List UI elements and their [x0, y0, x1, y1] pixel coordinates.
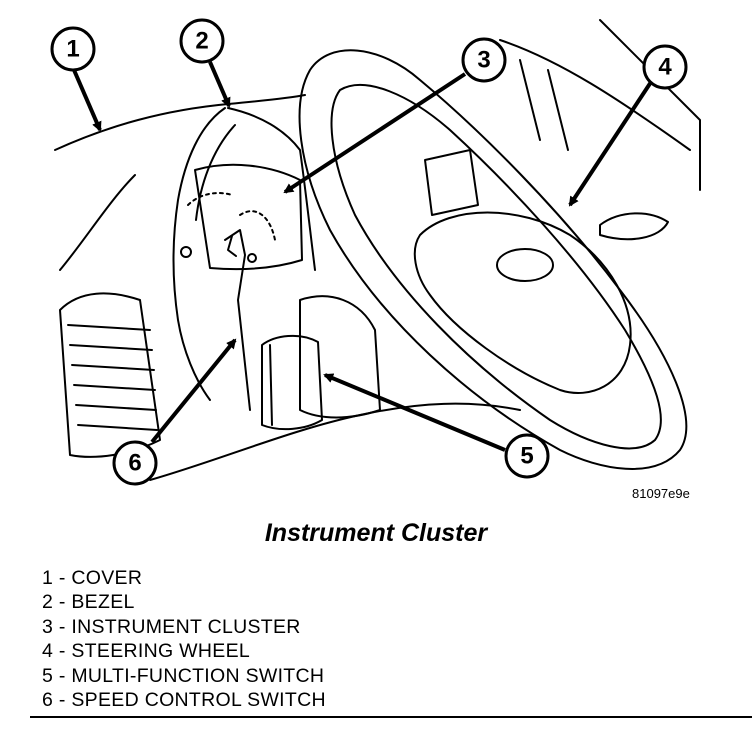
- callout-2-number: 2: [195, 28, 208, 55]
- legend-item: 5 - MULTI-FUNCTION SWITCH: [42, 664, 325, 687]
- callout-6-number: 6: [128, 450, 141, 477]
- cluster-knob-left: [180, 246, 192, 258]
- bezel-inner: [195, 124, 236, 221]
- steering-wheel-hub: [413, 211, 632, 394]
- center-vent: [424, 149, 479, 216]
- callout-3-circle: [461, 37, 507, 83]
- left-air-vent-frame: [59, 292, 161, 458]
- bezel-outline: [172, 107, 226, 401]
- column-shroud: [299, 295, 381, 419]
- callout-1-circle: [50, 26, 96, 72]
- callout-5-number: 5: [520, 443, 533, 470]
- callout-4-circle: [642, 44, 688, 90]
- bottom-rule: [30, 716, 752, 718]
- speed-control-stalk: [224, 229, 251, 411]
- leader-line-6: [150, 338, 237, 444]
- callout-1-number: 1: [66, 36, 79, 63]
- dash-top-line: [54, 94, 306, 151]
- callout-3-number: 3: [477, 47, 490, 74]
- gauge-arc-right: [239, 210, 276, 241]
- right-vent: [599, 212, 669, 241]
- legend-item: 4 - STEERING WHEEL: [42, 640, 251, 663]
- windshield-edge: [599, 19, 701, 191]
- right-dash-line: [499, 39, 691, 151]
- cluster-face: [194, 163, 303, 271]
- leader-line-4: [568, 80, 653, 207]
- cluster-knob-right: [247, 253, 257, 263]
- bezel-right: [227, 107, 316, 271]
- dash-lower-edge: [149, 402, 521, 481]
- multi-function-switch-body: [261, 334, 323, 431]
- legend-item: 2 - BEZEL: [42, 591, 135, 614]
- legend-item: 1 - COVER: [42, 567, 143, 589]
- steering-wheel-rim-inner: [330, 84, 662, 450]
- horn-emblem: [496, 248, 554, 282]
- leader-line-5: [323, 373, 506, 452]
- legend-item: 3 - INSTRUMENT CLUSTER: [42, 615, 301, 638]
- leader-line-2: [208, 61, 231, 108]
- figure-caption: Instrument Cluster: [264, 519, 488, 547]
- callout-4-number: 4: [658, 54, 672, 81]
- gauge-arc-left: [187, 192, 233, 206]
- dash-lower-contour: [59, 174, 136, 271]
- steering-wheel-rim-outer: [298, 49, 688, 470]
- callout-2-circle: [179, 18, 225, 64]
- legend-list: 1 - COVER 2 - BEZEL 3 - INSTRUMENT CLUST…: [42, 566, 326, 712]
- callout-5-circle: [504, 433, 550, 479]
- leader-line-1: [72, 69, 102, 132]
- legend-item: 6 - SPEED CONTROL SWITCH: [42, 689, 326, 712]
- callout-6-circle: [112, 440, 158, 486]
- figure-id: 81097e9e: [632, 486, 690, 501]
- leader-line-3: [283, 72, 467, 194]
